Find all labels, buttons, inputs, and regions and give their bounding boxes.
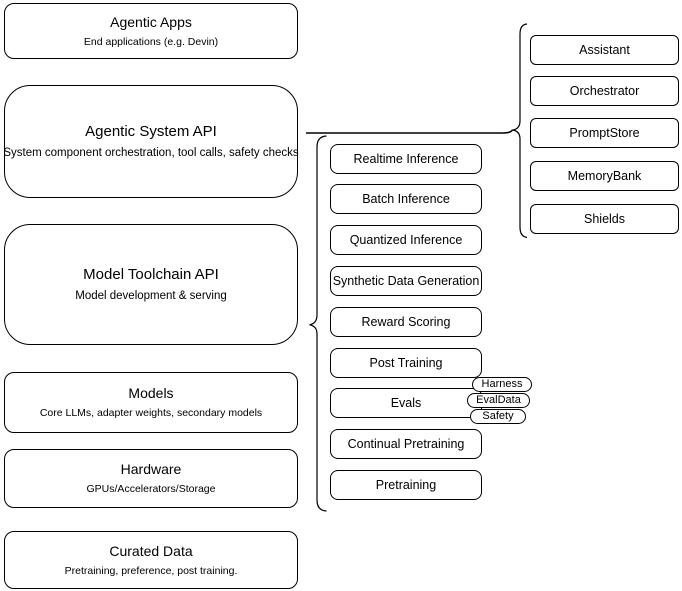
connector-agentic-system-api-line bbox=[306, 129, 514, 134]
node-subtitle-hardware: GPUs/Accelerators/Storage bbox=[86, 483, 216, 496]
node-title-agentic-system-api: Agentic System API bbox=[85, 122, 217, 140]
node-continual-pretraining: Continual Pretraining bbox=[330, 429, 482, 459]
node-label-post-training: Post Training bbox=[369, 355, 443, 370]
node-title-agentic-apps: Agentic Apps bbox=[110, 13, 192, 30]
node-assistant: Assistant bbox=[530, 35, 679, 65]
node-subtitle-agentic-system-api: System component orchestration, tool cal… bbox=[3, 146, 299, 159]
node-promptstore: PromptStore bbox=[530, 118, 679, 148]
node-label-continual-pretraining: Continual Pretraining bbox=[347, 436, 465, 451]
node-model-toolchain-api: Model Toolchain API Model development & s… bbox=[4, 224, 298, 345]
node-realtime-inference: Realtime Inference bbox=[330, 144, 482, 174]
node-label-memorybank: MemoryBank bbox=[567, 168, 642, 183]
node-label-batch-inference: Batch Inference bbox=[362, 191, 450, 206]
node-pretraining: Pretraining bbox=[330, 470, 482, 500]
node-title-hardware: Hardware bbox=[120, 461, 182, 478]
node-synthetic-data-generation: Synthetic Data Generation bbox=[330, 266, 482, 296]
node-batch-inference: Batch Inference bbox=[330, 184, 482, 214]
node-orchestrator: Orchestrator bbox=[530, 76, 679, 106]
node-label-synthetic-data-generation: Synthetic Data Generation bbox=[332, 273, 480, 288]
node-title-models: Models bbox=[128, 385, 174, 402]
brace-right-column bbox=[512, 23, 528, 239]
node-subtitle-model-toolchain-api: Model development & serving bbox=[75, 289, 227, 302]
node-label-evals: Evals bbox=[390, 395, 422, 410]
node-reward-scoring: Reward Scoring bbox=[330, 307, 482, 337]
node-label-realtime-inference: Realtime Inference bbox=[353, 151, 459, 166]
node-label-assistant: Assistant bbox=[579, 42, 630, 57]
node-shields: Shields bbox=[530, 204, 679, 234]
pill-harness: Harness bbox=[472, 377, 532, 392]
pill-safety: Safety bbox=[470, 409, 526, 424]
node-label-promptstore: PromptStore bbox=[569, 125, 640, 140]
node-label-quantized-inference: Quantized Inference bbox=[349, 232, 463, 247]
node-label-pretraining: Pretraining bbox=[375, 477, 437, 492]
node-label-reward-scoring: Reward Scoring bbox=[361, 314, 451, 329]
node-evals: Evals bbox=[330, 388, 482, 418]
node-subtitle-agentic-apps: End applications (e.g. Devin) bbox=[83, 35, 219, 48]
node-subtitle-models: Core LLMs, adapter weights, secondary mo… bbox=[39, 407, 263, 420]
node-title-curated-data: Curated Data bbox=[109, 542, 193, 559]
node-label-shields: Shields bbox=[584, 211, 625, 226]
node-subtitle-curated-data: Pretraining, preference, post training. bbox=[64, 564, 238, 577]
node-agentic-system-api: Agentic System API System component orche… bbox=[3, 85, 299, 198]
pill-evaldata: EvalData bbox=[467, 393, 530, 408]
node-title-model-toolchain-api: Model Toolchain API bbox=[83, 265, 219, 283]
node-quantized-inference: Quantized Inference bbox=[330, 225, 482, 255]
pill-label-evaldata: EvalData bbox=[476, 394, 521, 406]
node-memorybank: MemoryBank bbox=[530, 161, 679, 191]
pill-label-safety: Safety bbox=[482, 410, 514, 422]
node-label-orchestrator: Orchestrator bbox=[569, 83, 640, 98]
node-post-training: Post Training bbox=[330, 348, 482, 378]
brace-middle-column bbox=[309, 135, 327, 512]
pill-label-harness: Harness bbox=[481, 378, 523, 390]
